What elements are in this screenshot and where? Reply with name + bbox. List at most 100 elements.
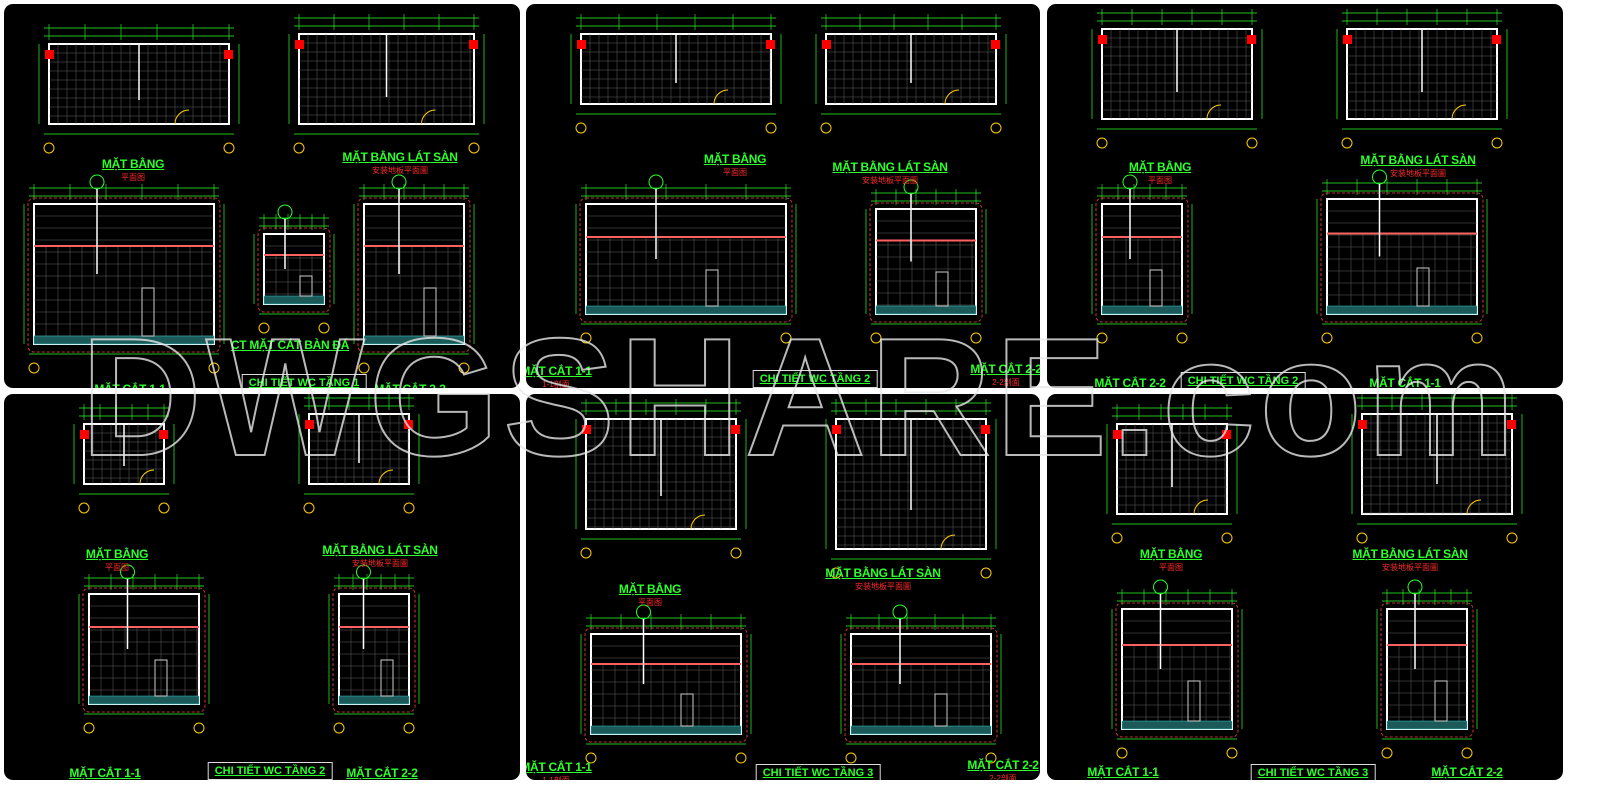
view-label: MẶT BẰNG 平面图 — [101, 157, 165, 183]
view-label: MẶT CẮT 2-2 2-2剖面 — [970, 362, 1040, 388]
section-view — [1091, 174, 1193, 344]
view-subtitle: 安装地板平面圖 — [351, 559, 408, 568]
view-label: CT MẶT CẮT BÀN ĐÁ — [230, 338, 350, 352]
view-title: MẶT CẮT 2-2 — [967, 758, 1039, 772]
view-label: MẶT CẮT 1-1 — [94, 382, 166, 388]
view-title: MẶT BẰNG — [85, 547, 149, 561]
view-label: MẶT BẰNG 平面图 — [1128, 160, 1192, 186]
view-label: MẶT CẮT 1-1 1-1剖面 — [526, 364, 592, 388]
cad-drawing — [73, 394, 420, 734]
section-view — [23, 174, 225, 374]
view-title: MẶT BẰNG — [703, 152, 767, 166]
view-label: MẶT CẮT 1-11-1剖面 — [1369, 376, 1441, 388]
view-title: CT MẶT CẮT BÀN ĐÁ — [230, 338, 350, 352]
drawing-panel: MẶT BẰNG 平面图 MẶT BẰNG LÁT SÀN 安装地板平面圖 MẶT CẮ… — [1047, 394, 1563, 780]
sheet-title: CHI TIẾT WC TẦNG 3 — [1250, 764, 1376, 780]
view-label: MẶT BẰNG LÁT SÀN 安装地板平面圖 — [825, 566, 941, 592]
view-subtitle: 安装地板平面圖 — [1389, 169, 1446, 178]
sheet-title: CHI TIẾT WC TẦNG 2 — [207, 762, 333, 780]
view-title: MẶT BẰNG LÁT SÀN — [825, 566, 941, 580]
section-view — [840, 604, 1002, 764]
floor-plan — [73, 404, 175, 514]
floor-plan — [1336, 9, 1508, 149]
view-subtitle: 2-2剖面 — [992, 378, 1020, 387]
view-title: MẶT CẮT 1-1 — [1369, 376, 1441, 388]
view-title: MẶT BẰNG LÁT SÀN — [1360, 153, 1476, 167]
view-title: MẶT BẰNG LÁT SÀN — [342, 150, 458, 164]
view-subtitle: 平面图 — [1158, 563, 1183, 572]
view-subtitle: 平面图 — [104, 563, 129, 572]
view-title: MẶT BẰNG — [1128, 160, 1192, 174]
section-view — [580, 604, 752, 764]
view-label: MẶT CẮT 1-11-1剖面 — [1087, 765, 1159, 780]
drawing-panel: MẶT BẰNG 平面图 MẶT BẰNG LÁT SÀN 安装地板平面圖 MẶT CẮ… — [526, 4, 1040, 388]
view-subtitle: 1-1剖面 — [542, 380, 570, 388]
sheet-title: CHI TIẾT WC TẦNG 3 — [755, 764, 881, 780]
cad-drawing — [570, 14, 1007, 344]
view-title: MẶT CẮT 1-1 — [1087, 765, 1159, 779]
view-title: MẶT CẮT 2-2 — [346, 766, 418, 780]
section-view — [1316, 169, 1488, 344]
section-view — [328, 564, 420, 734]
view-label: MẶT BẰNG 平面图 — [703, 152, 767, 178]
view-title: MẶT BẰNG LÁT SÀN — [322, 543, 438, 557]
view-label: MẶT BẰNG 平面图 — [618, 582, 682, 608]
view-label: MẶT CẮT 1-1 — [69, 766, 141, 780]
cad-drawing — [575, 399, 1002, 764]
view-label: MẶT BẰNG LÁT SÀN 安装地板平面圖 — [1352, 547, 1468, 573]
sheet-title: CHI TIẾT WC TẦNG 1 — [241, 374, 367, 388]
floor-plan — [825, 399, 997, 579]
sheet-title: CHI TIẾT WC TẦNG 2 — [752, 370, 878, 388]
drawing-panel: MẶT BẰNG 平面图 MẶT BẰNG LÁT SÀN 安装地板平面圖 MẶT CẮ… — [1047, 4, 1563, 388]
section-view — [575, 174, 797, 344]
view-subtitle: 平面图 — [120, 173, 145, 182]
drawing-panel: MẶT BẰNG 平面图 MẶT BẰNG LÁT SÀN 安装地板平面圖 MẶT CẮ… — [4, 394, 520, 780]
view-title: MẶT CẮT 2-2 — [1431, 765, 1503, 779]
section-view — [353, 174, 475, 374]
view-title: MẶT BẰNG LÁT SÀN — [832, 160, 948, 174]
view-label: MẶT BẰNG LÁT SÀN 安装地板平面圖 — [322, 543, 438, 569]
view-subtitle: 平面图 — [637, 598, 662, 607]
floor-plan — [815, 14, 1007, 134]
view-title: MẶT CẮT 1-1 — [526, 760, 592, 774]
cad-drawing — [23, 14, 485, 374]
section-view — [78, 564, 210, 734]
floor-plan — [38, 24, 240, 154]
view-subtitle: 安装地板平面圖 — [854, 582, 911, 591]
view-subtitle: 安装地板平面圖 — [861, 176, 918, 185]
view-label: MẶT BẰNG LÁT SÀN 安装地板平面圖 — [1360, 153, 1476, 179]
view-title: MẶT BẰNG — [618, 582, 682, 596]
view-label: MẶT CẮT 1-11-1剖面 — [526, 760, 592, 780]
view-title: MẶT CẮT 2-2 — [970, 362, 1040, 376]
view-subtitle: 平面图 — [1147, 176, 1172, 185]
view-label: MẶT BẰNG LÁT SÀN 安装地板平面圖 — [342, 150, 458, 176]
view-title: MẶT CẮT 1-1 — [94, 382, 166, 388]
view-title: MẶT BẰNG — [101, 157, 165, 171]
view-subtitle: 安装地板平面圖 — [1381, 563, 1438, 572]
view-label: MẶT CẮT 2-2 2-2剖面 — [967, 758, 1039, 780]
floor-plan — [1351, 394, 1523, 544]
floor-plan — [298, 394, 420, 514]
view-title: MẶT BẰNG LÁT SÀN — [1352, 547, 1468, 561]
view-title: MẶT CẮT 1-1 — [69, 766, 141, 780]
section-view — [253, 204, 335, 334]
sheet-title: CHI TIẾT WC TẦNG 2 — [1180, 372, 1306, 388]
view-label: MẶT CẮT 2-22-2剖面 — [1431, 765, 1503, 780]
view-title: MẶT BẰNG — [1139, 547, 1203, 561]
section-view — [1376, 579, 1478, 759]
view-label: MẶT BẰNG 平面图 — [1139, 547, 1203, 573]
view-subtitle: 2-2剖面 — [989, 774, 1017, 780]
view-subtitle: 安装地板平面圖 — [371, 166, 428, 175]
section-view — [865, 179, 987, 344]
view-subtitle: 1-1剖面 — [526, 775, 592, 780]
view-label: MẶT CẮT 2-2 — [346, 766, 418, 780]
drawing-panel: MẶT BẰNG 平面图 MẶT BẰNG LÁT SÀN 安装地板平面圖 CT MẶT… — [4, 4, 520, 388]
cad-drawing — [1091, 9, 1508, 344]
floor-plan — [570, 14, 782, 134]
view-title: MẶT CẮT 1-1 — [526, 364, 592, 378]
floor-plan — [288, 14, 485, 154]
view-subtitle: 平面图 — [722, 168, 747, 177]
floor-plan — [1091, 9, 1263, 149]
drawing-panel: MẶT BẰNG 平面图 MẶT BẰNG LÁT SÀN 安装地板平面圖 MẶT CẮ… — [526, 394, 1040, 780]
view-label: MẶT CẮT 2-22-2剖面 — [1094, 376, 1166, 388]
